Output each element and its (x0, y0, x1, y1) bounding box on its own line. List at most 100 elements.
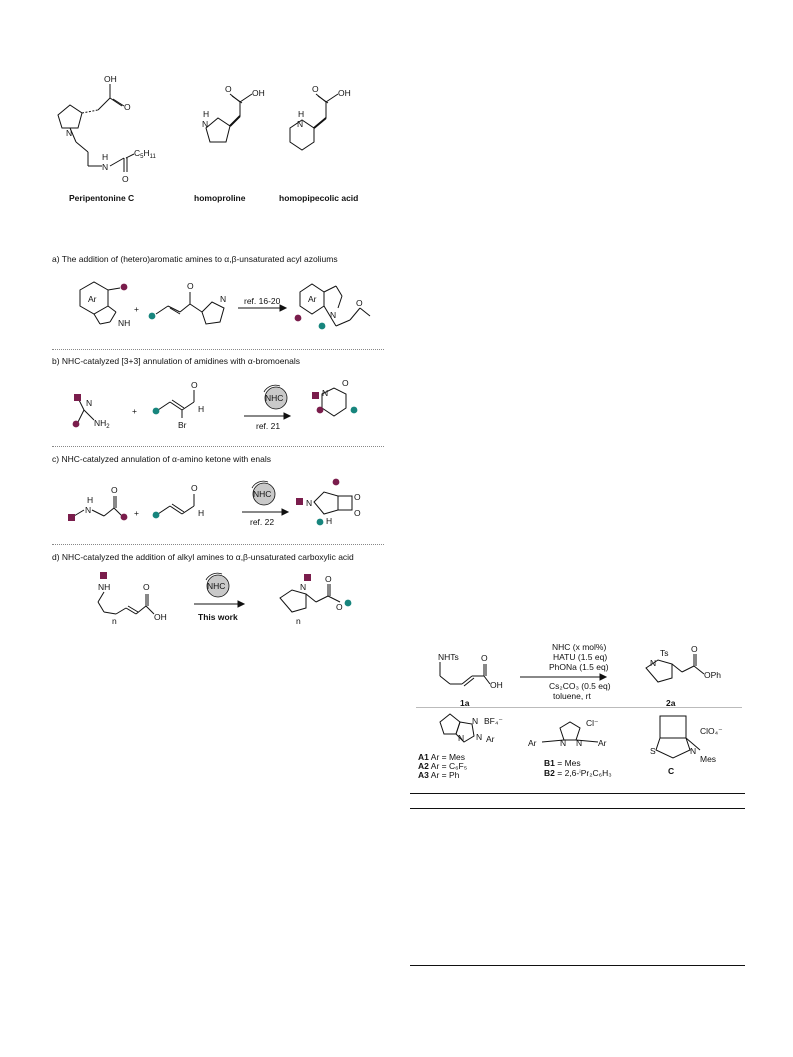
peripentonine-c-structure (57, 84, 135, 172)
scheme-c-h2: H (198, 508, 204, 518)
peripentonine-n2: N (102, 162, 108, 172)
scheme-d-arrow-label: This work (198, 612, 238, 622)
scheme-c-figure: H N O + O H NHC ref. 22 N O O H (68, 478, 361, 527)
cat-a-anion: BF₄⁻ (484, 716, 503, 726)
table-bottom-rule (410, 965, 745, 966)
scheme-b-caption: b) NHC-catalyzed [3+3] annulation of ami… (52, 356, 301, 366)
catalysts-figure: N N N BF₄⁻ Ar N N Cl⁻ Ar Ar S N Mes ClO₄… (418, 713, 723, 780)
condition-2: HATU (1.5 eq) (553, 652, 607, 662)
cat-a-n1: N (472, 716, 478, 726)
peripentonine-oh: OH (104, 74, 117, 84)
scheme-c-caption: c) NHC-catalyzed annulation of α-amino k… (52, 454, 271, 464)
cat-c-label: C (668, 766, 674, 776)
divider-dotted (52, 349, 384, 350)
scheme-d-caption: d) NHC-catalyzed the addition of alkyl a… (52, 552, 354, 562)
cat-b2: B2 = 2,6-ⁱPr₂C₆H₃ (544, 768, 612, 778)
scheme-b-h: H (198, 404, 204, 414)
homopipecolic-h: H (298, 109, 304, 119)
condition-4: Cs₂CO₃ (0.5 eq) (549, 681, 611, 691)
reaction-figure: NHTs O OH 1a NHC (x mol%) HATU (1.5 eq) … (438, 642, 721, 708)
scheme-c-nhc: NHC (253, 489, 271, 499)
scheme-b-nhc: NHC (265, 393, 283, 403)
scheme-b-n: N (86, 398, 92, 408)
product-n: N (650, 658, 656, 668)
compound-name-homoproline: homoproline (194, 193, 246, 203)
scheme-d-nhc: NHC (207, 581, 225, 591)
scheme-d-product-n: N (300, 582, 306, 592)
peripentonine-c5: C5H11 (134, 148, 157, 160)
condition-3: PhONa (1.5 eq) (549, 662, 609, 672)
cat-b-ar-right: Ar (598, 738, 607, 748)
scheme-a-ar: Ar (88, 294, 97, 304)
scheme-b-br: Br (178, 420, 187, 430)
scheme-d-o: O (143, 582, 150, 592)
scheme-d-product-n-sub: n (296, 616, 301, 626)
homoproline-h: H (203, 109, 209, 119)
scheme-b-plus: + (132, 406, 137, 416)
scheme-d-product-o2: O (336, 602, 343, 612)
homoproline-n: N (202, 119, 208, 129)
sm-o: O (481, 653, 488, 663)
scheme-c-o: O (111, 485, 118, 495)
cat-b1: B1 = Mes (544, 758, 581, 768)
natural-products-figure: OH O N H N C5H11 O O OH H N O OH H N (57, 74, 351, 184)
divider-dotted (52, 446, 384, 447)
product-ts: Ts (660, 648, 669, 658)
scheme-d-figure: NH n O OH NHC This work N n O O (97, 572, 352, 626)
homopipecolic-structure (289, 93, 339, 151)
cat-a1: A1 Ar = Mes (418, 752, 465, 762)
cat-b-anion: Cl⁻ (586, 718, 599, 728)
scheme-d-oh: OH (154, 612, 167, 622)
cat-a3: A3 Ar = Ph (418, 770, 460, 780)
peripentonine-o: O (124, 102, 131, 112)
peripentonine-h: H (102, 152, 108, 162)
scheme-c-product-h: H (326, 516, 332, 526)
scheme-b-o: O (191, 380, 198, 390)
scheme-c-product-o: O (354, 492, 361, 502)
scheme-b-figure: N NH2 + Br O H NHC ref. 21 N O (72, 380, 358, 431)
scheme-b-product-o: O (342, 380, 349, 388)
catalyst-separator (416, 707, 742, 708)
scheme-c-product-o2: O (354, 508, 361, 518)
cat-b-n2: N (576, 738, 582, 748)
cat-c-n: N (690, 746, 696, 756)
scheme-d-nh: NH (98, 582, 110, 592)
scheme-c-o2: O (191, 483, 198, 493)
cat-b-ar-left: Ar (528, 738, 537, 748)
condition-1: NHC (x mol%) (552, 642, 606, 652)
table-header-rule (410, 808, 745, 809)
scheme-c-arrow-label: ref. 22 (250, 517, 274, 527)
scheme-b-arrow-label: ref. 21 (256, 421, 280, 431)
product-label: 2a (666, 698, 676, 708)
cat-c-anion: ClO₄⁻ (700, 726, 723, 736)
sm-label: 1a (460, 698, 470, 708)
scheme-a-plus: + (134, 304, 139, 314)
scheme-a-caption: a) The addition of (hetero)aromatic amin… (52, 254, 338, 264)
scheme-c-product-n: N (306, 498, 312, 508)
divider-dotted (52, 544, 384, 545)
scheme-a-product-o: O (356, 298, 363, 308)
cat-b-n1: N (560, 738, 566, 748)
scheme-a-product-n: N (330, 310, 336, 320)
scheme-d-n-sub: n (112, 616, 117, 626)
homoproline-oh: OH (252, 88, 265, 98)
scheme-a-figure: Ar NH + O N ref. 16-20 Ar N O (79, 281, 371, 330)
scheme-c-h: H (87, 495, 93, 505)
peripentonine-o2: O (122, 174, 129, 184)
compound-name-homopipecolic: homopipecolic acid (279, 193, 359, 203)
cat-c-mes: Mes (700, 754, 716, 764)
product-oph: OPh (704, 670, 721, 680)
homopipecolic-o: O (312, 84, 319, 94)
table-top-rule (410, 793, 745, 794)
homoproline-structure (205, 93, 253, 143)
cat-a-n2: N (458, 733, 464, 743)
cat-a2: A2 Ar = C₆F₅ (418, 761, 467, 771)
cat-c-s: S (650, 746, 656, 756)
scheme-a-nh: NH (118, 318, 130, 328)
homopipecolic-n: N (297, 119, 303, 129)
scheme-c-plus: + (134, 508, 139, 518)
cat-a-ar: Ar (486, 734, 495, 744)
compound-name-peripentonine: Peripentonine C (69, 193, 135, 203)
scheme-b-product-n: N (322, 388, 328, 398)
homopipecolic-oh: OH (338, 88, 351, 98)
